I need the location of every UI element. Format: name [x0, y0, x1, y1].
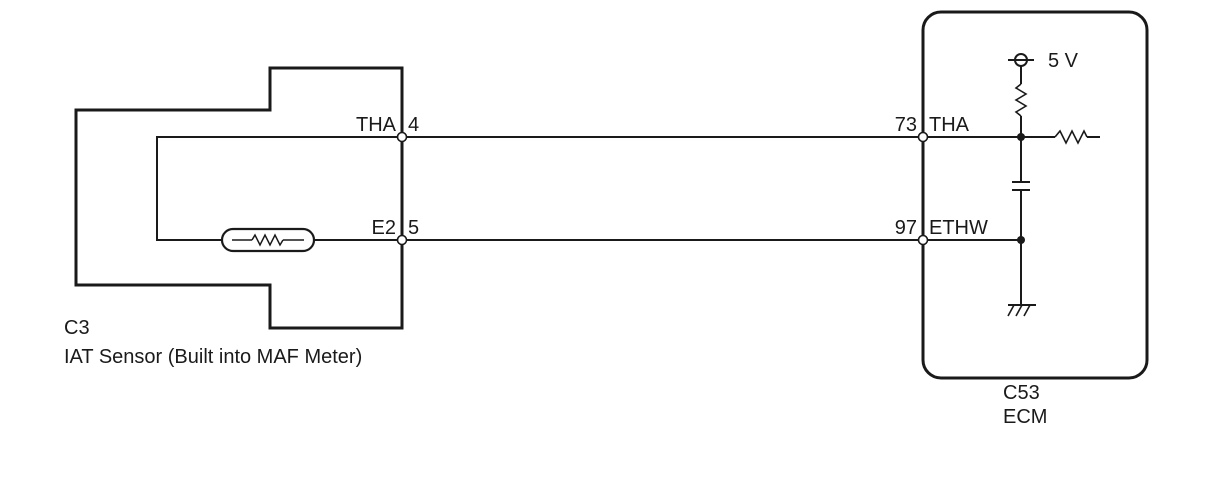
pullup-resistor-icon — [1014, 83, 1028, 117]
ecm-box — [921, 10, 1149, 380]
sensor-pin-label-e2: E2 — [372, 217, 396, 239]
sensor-name-label: IAT Sensor (Built into MAF Meter) — [64, 346, 362, 368]
ecm-internal-circuit — [923, 53, 1100, 317]
ecm-name-label: ECM — [1003, 406, 1047, 428]
sensor-pin-number-4: 4 — [408, 114, 419, 136]
ecm-pin-number-73: 73 — [895, 114, 917, 136]
junction-dot — [1017, 236, 1025, 244]
sensor-terminal-e2 — [396, 234, 408, 246]
sensor-pin-number-5: 5 — [408, 217, 419, 239]
ecm-terminal-tha — [917, 131, 929, 143]
ecm-pin-label-tha: THA — [929, 114, 970, 136]
sensor-connector-label: C3 — [64, 317, 90, 339]
sensor-terminal-tha — [396, 131, 408, 143]
ground-icon — [1007, 304, 1036, 317]
ecm-connector-label: C53 — [1003, 382, 1040, 404]
ecm-pin-label-ethw: ETHW — [929, 217, 988, 239]
thermistor-symbol — [220, 227, 316, 253]
sensor-pin-label-tha: THA — [356, 114, 397, 136]
ecm-pin-number-97: 97 — [895, 217, 917, 239]
supply-voltage-label: 5 V — [1048, 50, 1079, 72]
sensor-internal-wire — [156, 136, 402, 241]
ecm-terminal-ethw — [917, 234, 929, 246]
junction-dot — [1017, 133, 1025, 141]
input-resistor-icon — [1054, 129, 1088, 145]
sensor-housing — [74, 66, 404, 330]
